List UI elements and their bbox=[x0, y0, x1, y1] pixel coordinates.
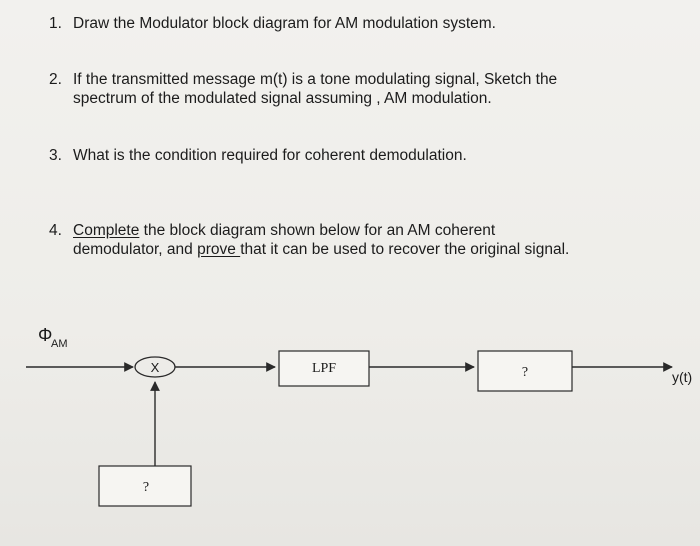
question-number: 4. bbox=[49, 222, 62, 239]
question-text-line-2: demodulator, and prove that it can be us… bbox=[73, 241, 570, 258]
unknown-block-label: ? bbox=[522, 365, 528, 380]
output-label: y(t) bbox=[672, 369, 692, 385]
question-number: 3. bbox=[49, 147, 62, 164]
lpf-label: LPF bbox=[312, 361, 336, 376]
question-text: Draw the Modulator block diagram for AM … bbox=[73, 15, 496, 32]
question-text-line-1: Complete the block diagram shown below f… bbox=[73, 222, 496, 239]
oscillator-block bbox=[98, 465, 192, 507]
question-text: What is the condition required for coher… bbox=[73, 147, 467, 164]
question-number: 1. bbox=[49, 15, 62, 32]
underlined-word: prove bbox=[197, 241, 241, 258]
unknown-block bbox=[477, 350, 573, 392]
question-text-line-1: If the transmitted message m(t) is a ton… bbox=[73, 71, 558, 88]
oscillator-block-label: ? bbox=[143, 480, 149, 495]
lpf-block bbox=[278, 350, 370, 387]
question-number: 2. bbox=[49, 71, 62, 88]
question-text-line-2: spectrum of the modulated signal assumin… bbox=[73, 90, 492, 107]
multiplier-symbol: X bbox=[151, 360, 160, 375]
underlined-word: Complete bbox=[73, 222, 140, 239]
input-symbol: Φ bbox=[38, 325, 52, 345]
input-subscript: AM bbox=[51, 338, 68, 350]
